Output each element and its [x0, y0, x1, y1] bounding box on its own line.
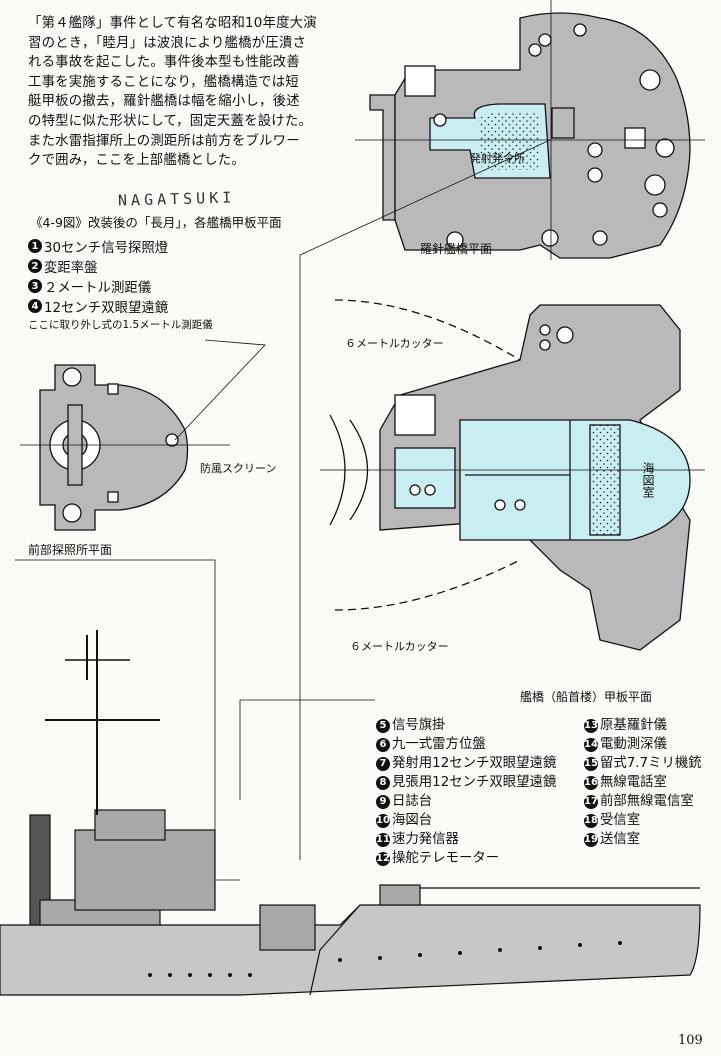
- chart-room-dots: [589, 424, 621, 536]
- intro-line: れる事故を起こした。事件後本型も性能改善: [28, 55, 300, 71]
- intro-line: 工事を実施することになり，艦橋構造では短: [28, 74, 299, 90]
- intro-line: クで囲み，ここを上部艦橋とした。: [28, 153, 245, 169]
- ship-profile: [0, 630, 701, 996]
- cutter-label-top: ６メートルカッター: [345, 337, 444, 350]
- figure-caption: 《4-9図》改装後の「長月」，各艦橋甲板平面: [30, 215, 282, 230]
- intro-line: また水雷指揮所上の測距所は前方をブルワー: [28, 133, 300, 149]
- searchlight-platform-plan: [39, 364, 189, 531]
- intro-line: 「第４艦隊」事件として有名な昭和10年度大演: [28, 16, 317, 31]
- intro-line: 艇甲板の撤去，羅針艦橋は幅を縮小し，後述: [28, 94, 300, 110]
- compass-bridge-label: 羅針艦橋平面: [420, 242, 493, 256]
- bridge-deck-label: 艦橋（船首楼）甲板平面: [520, 690, 653, 704]
- searchlight-plan-label: 前部探照所平面: [28, 543, 113, 557]
- page-number: 109: [678, 1033, 703, 1048]
- compass-box: [624, 127, 646, 149]
- intro-line: 習のとき，「睦月」は波浪により艦橋が圧潰さ: [28, 35, 307, 51]
- chart-table: [551, 107, 575, 139]
- ladder: [404, 65, 436, 97]
- rangefinder-note: ここに取り外し式の1.5メートル測距儀: [28, 319, 213, 331]
- launch-room-label: 発射発令所: [470, 152, 525, 165]
- bridge-deck-plan: [329, 299, 691, 651]
- intro-line: の特型に似た形状にして，固定天蓋を設けた。: [28, 113, 313, 129]
- leader-lines: [15, 139, 551, 881]
- wind-screen-label: 防風スクリーン: [200, 462, 277, 475]
- cutter-label-bottom: ６メートルカッター: [350, 640, 449, 653]
- bridge-wing-left: [369, 94, 396, 221]
- dotted-area: [478, 112, 540, 170]
- chart-room-label: 海図室: [641, 462, 655, 498]
- ship-portholes: [148, 941, 622, 977]
- compass-bridge-plan: [369, 12, 691, 259]
- intro-paragraph: 「第４艦隊」事件として有名な昭和10年度大演 習のとき，「睦月」は波浪により艦橋…: [28, 14, 340, 171]
